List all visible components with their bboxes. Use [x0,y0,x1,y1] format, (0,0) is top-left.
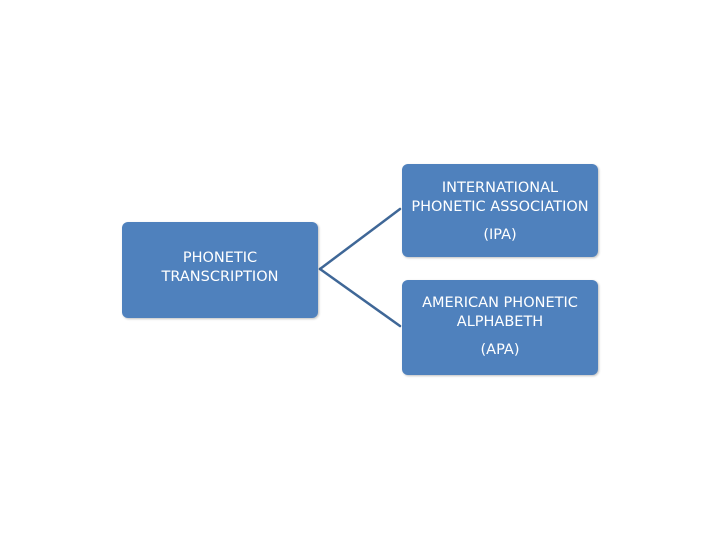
node-ipa-line-2: PHONETIC ASSOCIATION [411,199,589,215]
connector-root-to-apa [318,267,402,328]
connector-root-to-ipa [318,207,402,271]
node-apa-line-2: ALPHABETH [456,314,544,330]
node-root-line-1: PHONETIC [182,250,258,266]
node-ipa: INTERNATIONAL PHONETIC ASSOCIATION (IPA) [402,164,598,257]
node-apa-line-1: AMERICAN PHONETIC [422,295,578,311]
node-phonetic-transcription-label: PHONETIC TRANSCRIPTION [122,222,318,287]
node-ipa-line-1: INTERNATIONAL [441,180,559,196]
node-apa-label: AMERICAN PHONETIC ALPHABETH (APA) [402,280,598,360]
node-root-line-2: TRANSCRIPTION [161,269,279,285]
node-apa: AMERICAN PHONETIC ALPHABETH (APA) [402,280,598,375]
node-phonetic-transcription: PHONETIC TRANSCRIPTION [122,222,318,318]
node-ipa-abbreviation: (IPA) [483,227,517,243]
node-ipa-label: INTERNATIONAL PHONETIC ASSOCIATION (IPA) [402,164,598,245]
node-apa-abbreviation: (APA) [480,342,520,358]
